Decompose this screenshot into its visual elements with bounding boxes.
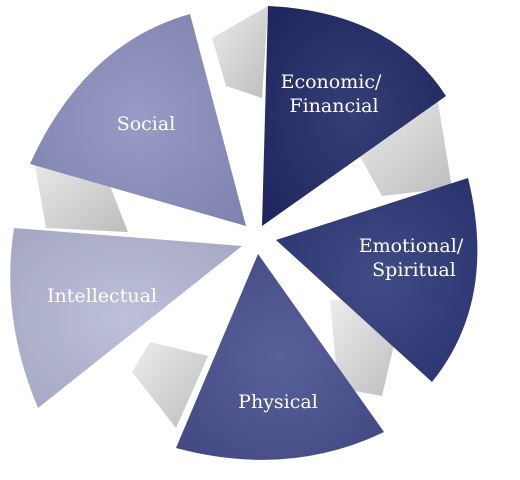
- segment-shading: [10, 6, 478, 460]
- connector-economic-emotional: [352, 102, 452, 196]
- connector-physical-intellectual: [132, 342, 208, 428]
- label-economic-line-1: Economic/: [281, 71, 382, 93]
- labels: Economic/ Financial Emotional/ Spiritual…: [47, 71, 470, 413]
- label-physical: Physical: [238, 391, 318, 413]
- connectors: [34, 6, 452, 428]
- label-social: Social: [117, 113, 176, 135]
- label-economic-line-2: Financial: [289, 95, 378, 117]
- connector-social-economic: [212, 6, 268, 98]
- label-intellectual: Intellectual: [47, 285, 157, 307]
- label-emotional-line-2: Spiritual: [372, 259, 456, 281]
- label-economic-financial: Economic/ Financial: [281, 71, 388, 117]
- label-emotional-spiritual: Emotional/ Spiritual: [359, 235, 470, 281]
- label-emotional-line-1: Emotional/: [359, 235, 464, 257]
